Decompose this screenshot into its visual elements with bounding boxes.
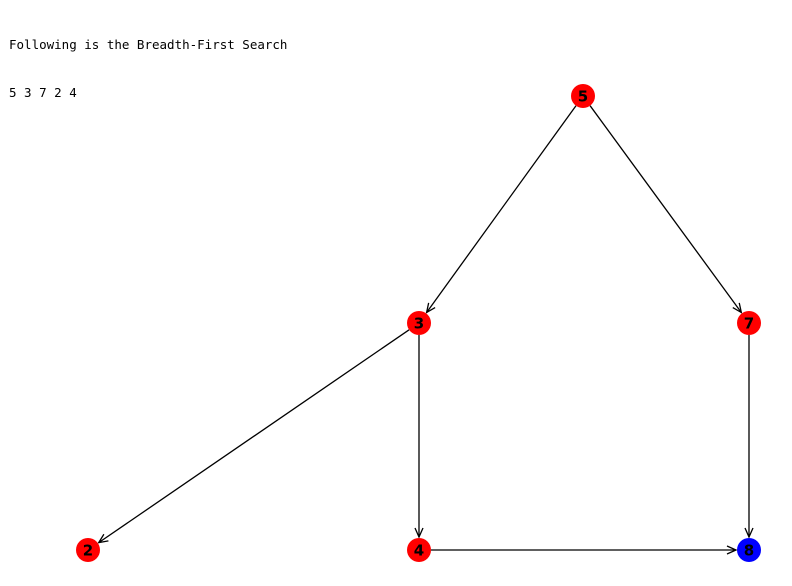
node-circle	[407, 311, 431, 335]
node-2: 2	[76, 538, 100, 562]
edge-arrowhead	[726, 545, 738, 555]
edge-3-4	[414, 335, 424, 539]
console-line-heading: Following is the Breadth-First Search	[9, 37, 288, 52]
node-label: 4	[414, 542, 424, 560]
edge-3-2	[97, 329, 410, 544]
edge-4-8	[431, 545, 738, 555]
edge-line	[426, 105, 577, 313]
node-4: 4	[407, 538, 431, 562]
node-label: 2	[83, 542, 93, 560]
node-7: 7	[737, 311, 761, 335]
node-label: 3	[414, 315, 424, 333]
node-circle	[737, 311, 761, 335]
edge-line	[98, 329, 410, 544]
node-circle	[407, 538, 431, 562]
edge-5-7	[589, 105, 743, 314]
console-line-bfs-order: 5 3 7 2 4	[9, 85, 77, 100]
node-3: 3	[407, 311, 431, 335]
node-label: 8	[744, 542, 754, 560]
node-circle	[737, 538, 761, 562]
edge-arrowhead	[425, 302, 436, 314]
node-label: 5	[578, 88, 588, 106]
edge-7-8	[744, 335, 754, 539]
console-output: Following is the Breadth-First Search 5 …	[9, 5, 287, 117]
edge-arrowhead	[414, 527, 424, 539]
nodes-layer: 5 3 7 2 4 8	[76, 84, 761, 562]
node-5: 5	[571, 84, 595, 108]
node-circle	[571, 84, 595, 108]
edge-arrowhead	[744, 527, 754, 539]
edges-layer	[97, 105, 754, 555]
edge-arrowhead	[732, 302, 743, 314]
edge-line	[589, 105, 742, 313]
node-circle	[76, 538, 100, 562]
edge-arrowhead	[97, 533, 109, 544]
node-8: 8	[737, 538, 761, 562]
node-label: 7	[744, 315, 754, 333]
edge-5-3	[425, 105, 577, 314]
